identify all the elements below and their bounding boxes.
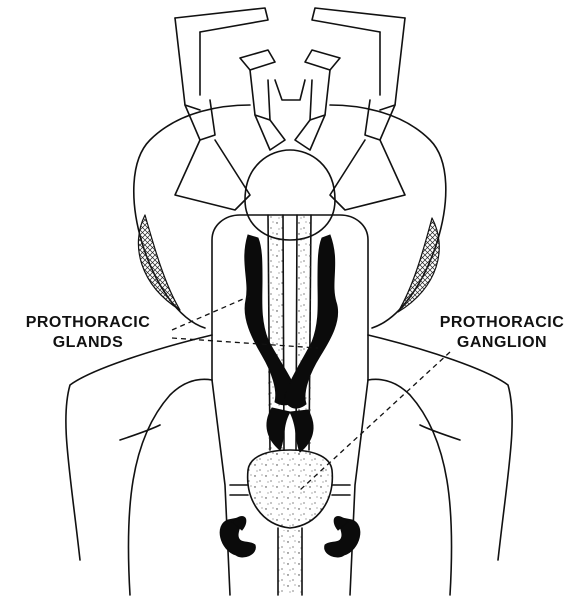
prothoracic-glands-label: PROTHORACIC GLANDS: [2, 313, 174, 353]
glands-leader-upper: [172, 296, 250, 330]
ganglion-label-line-2: GANGLION: [418, 333, 579, 353]
ganglion-label-line-1: PROTHORACIC: [418, 313, 579, 333]
glands-label-line-1: PROTHORACIC: [2, 313, 174, 333]
glands-label-line-2: GLANDS: [2, 333, 174, 353]
prothoracic-ganglion: [230, 450, 350, 595]
hatched-regions: [138, 215, 439, 312]
head-capsule: [245, 150, 335, 240]
prothoracic-ganglion-label: PROTHORACIC GANGLION: [418, 313, 579, 353]
middle-legs: [240, 50, 340, 150]
